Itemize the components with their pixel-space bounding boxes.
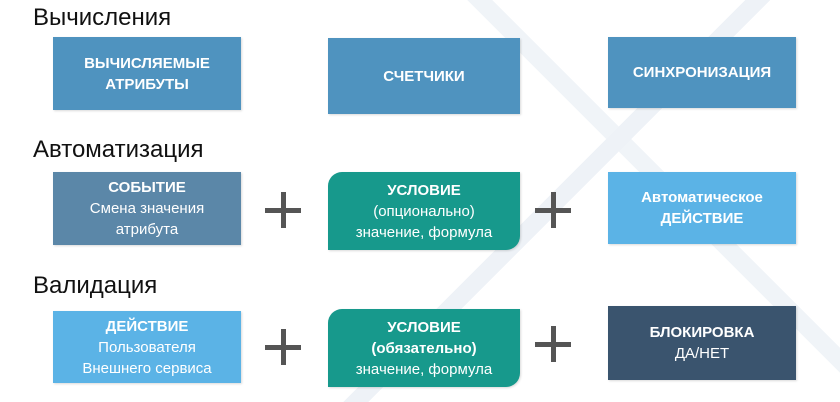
- box-label: ДЕЙСТВИЕ: [660, 210, 744, 227]
- box-label: Пользователя: [98, 338, 196, 356]
- section-title-automation: Автоматизация: [33, 136, 204, 163]
- box-event: СОБЫТИЕ Смена значения атрибута: [53, 172, 241, 245]
- box-label: ВЫЧИСЛЯЕМЫЕ: [84, 54, 210, 72]
- box-block: БЛОКИРОВКА ДА/НЕТ: [608, 306, 796, 380]
- box-condition-required: УСЛОВИЕ (обязательно) значение, формула: [328, 309, 520, 387]
- box-label: Внешнего сервиса: [82, 359, 212, 377]
- plus-icon: [535, 192, 571, 228]
- box-label: УСЛОВИЕ: [387, 181, 461, 199]
- box-label: БЛОКИРОВКА: [649, 324, 755, 341]
- plus-icon: [535, 326, 571, 362]
- box-automatic-action: Автоматическое ДЕЙСТВИЕ: [608, 172, 796, 244]
- box-label: (обязательно): [371, 339, 477, 357]
- box-label: ДА/НЕТ: [674, 345, 730, 362]
- box-action: ДЕЙСТВИЕ Пользователя Внешнего сервиса: [53, 311, 241, 383]
- box-label: СИНХРОНИЗАЦИЯ: [632, 64, 772, 81]
- box-label: СОБЫТИЕ: [108, 179, 186, 196]
- box-synchronization: СИНХРОНИЗАЦИЯ: [608, 37, 796, 108]
- box-label: УСЛОВИЕ: [387, 318, 461, 336]
- section-title-validation: Валидация: [33, 272, 158, 299]
- box-label: АТРИБУТЫ: [105, 75, 189, 93]
- box-label: значение, формула: [355, 360, 493, 378]
- plus-icon: [265, 329, 301, 365]
- box-label: Смена значения: [89, 200, 205, 217]
- box-label: (опционально): [373, 202, 475, 220]
- box-label: Автоматическое: [641, 189, 763, 206]
- box-label: ДЕЙСТВИЕ: [105, 317, 189, 335]
- box-computed-attributes: ВЫЧИСЛЯЕМЫЕ АТРИБУТЫ: [53, 37, 241, 110]
- box-counters: СЧЕТЧИКИ: [328, 38, 520, 114]
- box-label: значение, формула: [355, 223, 493, 241]
- box-condition-optional: УСЛОВИЕ (опционально) значение, формула: [328, 172, 520, 250]
- section-title-calculations: Вычисления: [33, 4, 172, 31]
- plus-icon: [265, 192, 301, 228]
- box-label: СЧЕТЧИКИ: [383, 67, 465, 85]
- box-label: атрибута: [115, 221, 179, 238]
